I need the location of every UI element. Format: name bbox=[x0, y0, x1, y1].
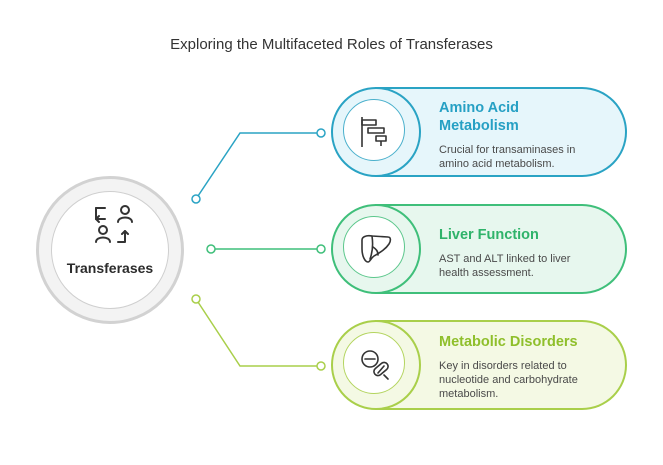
card-heading-line: Metabolic Disorders bbox=[439, 334, 578, 350]
connector-metabolic-end-dot bbox=[316, 361, 326, 371]
connector-metabolic-start-dot bbox=[191, 294, 201, 304]
card-heading-line: Liver Function bbox=[439, 227, 539, 243]
connector-amino-end-dot bbox=[316, 128, 326, 138]
card-metabolic-disorders: Metabolic Disorders Key in disorders rel… bbox=[331, 320, 627, 410]
diagram-title: Exploring the Multifaceted Roles of Tran… bbox=[170, 36, 493, 53]
card-description-line: Crucial for transaminases in bbox=[439, 144, 576, 156]
card-description-line: metabolism. bbox=[439, 388, 499, 400]
card-description-line: nucleotide and carbohydrate bbox=[439, 374, 578, 386]
card-icon-circle bbox=[343, 332, 405, 394]
card-description: AST and ALT linked to liver health asses… bbox=[439, 252, 609, 280]
card-amino-acid-metabolism: Amino Acid Metabolism Crucial for transa… bbox=[331, 87, 627, 177]
card-description: Crucial for transaminases in amino acid … bbox=[439, 143, 609, 171]
connector-amino bbox=[195, 132, 321, 200]
connector-liver-start-dot bbox=[206, 244, 216, 254]
connector-metabolic bbox=[195, 298, 321, 367]
card-heading-line: Metabolism bbox=[439, 118, 519, 134]
card-heading: Metabolic Disorders bbox=[439, 333, 578, 351]
connector-liver-end-dot bbox=[316, 244, 326, 254]
hub-label: Transferases bbox=[66, 260, 154, 276]
card-icon-circle bbox=[343, 99, 405, 161]
card-description-line: AST and ALT linked to liver bbox=[439, 253, 571, 265]
card-heading-line: Amino Acid bbox=[439, 100, 520, 116]
card-heading: Amino Acid Metabolism bbox=[439, 99, 519, 135]
card-heading: Liver Function bbox=[439, 226, 539, 244]
card-description: Key in disorders related to nucleotide a… bbox=[439, 359, 609, 401]
card-description-line: health assessment. bbox=[439, 267, 534, 279]
gantt-chart-icon bbox=[361, 117, 387, 147]
swap-users-icon bbox=[95, 205, 133, 243]
card-description-line: amino acid metabolism. bbox=[439, 158, 555, 170]
hub-inner-circle bbox=[51, 191, 169, 309]
card-description-line: Key in disorders related to bbox=[439, 360, 567, 372]
liver-icon bbox=[361, 234, 392, 263]
connector-amino-start-dot bbox=[191, 194, 201, 204]
card-liver-function: Liver Function AST and ALT linked to liv… bbox=[331, 204, 627, 294]
pills-icon bbox=[361, 350, 389, 380]
